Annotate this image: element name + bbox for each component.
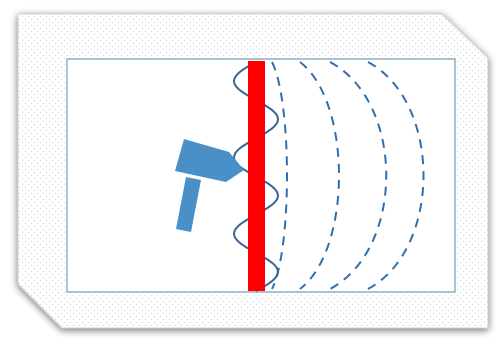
vibrating-plate bbox=[248, 61, 265, 291]
